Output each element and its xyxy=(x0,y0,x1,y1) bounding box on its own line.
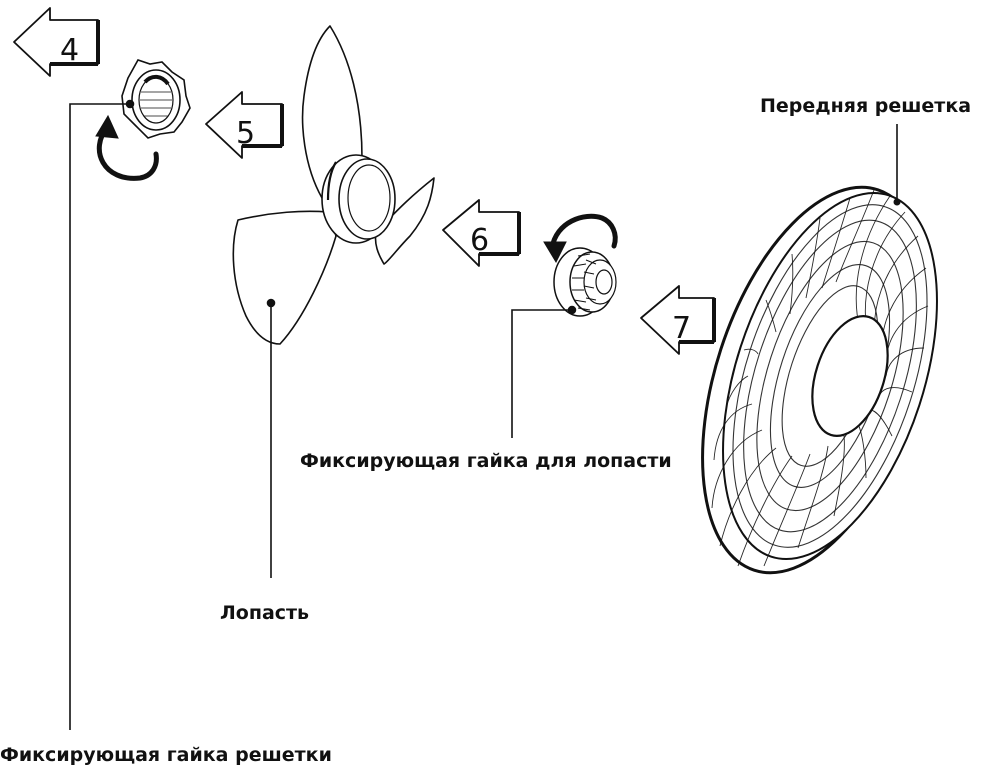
leader-line-blade-nut xyxy=(512,310,572,438)
label-blade-retaining-nut: Фиксирующая гайка для лопасти xyxy=(300,452,672,471)
step-number-4: 4 xyxy=(60,33,79,68)
step-arrow-4: 4 xyxy=(14,8,98,76)
step-number-7: 7 xyxy=(672,311,691,346)
step-number-6: 6 xyxy=(470,223,489,258)
label-grille-retaining-nut: Фиксирующая гайка решетки xyxy=(0,746,332,765)
leader-line-grille-nut xyxy=(70,104,130,730)
step-number-5: 5 xyxy=(236,116,255,151)
step-arrow-7: 7 xyxy=(641,286,714,354)
step-arrow-6: 6 xyxy=(443,200,519,266)
label-front-grille: Передняя решетка xyxy=(760,97,971,116)
label-blade: Лопасть xyxy=(220,604,309,623)
step-arrow-5: 5 xyxy=(206,92,282,158)
fan-blade xyxy=(233,26,434,344)
front-grille xyxy=(659,159,978,601)
grille-retaining-nut xyxy=(122,60,190,138)
blade-retaining-nut xyxy=(554,248,616,316)
